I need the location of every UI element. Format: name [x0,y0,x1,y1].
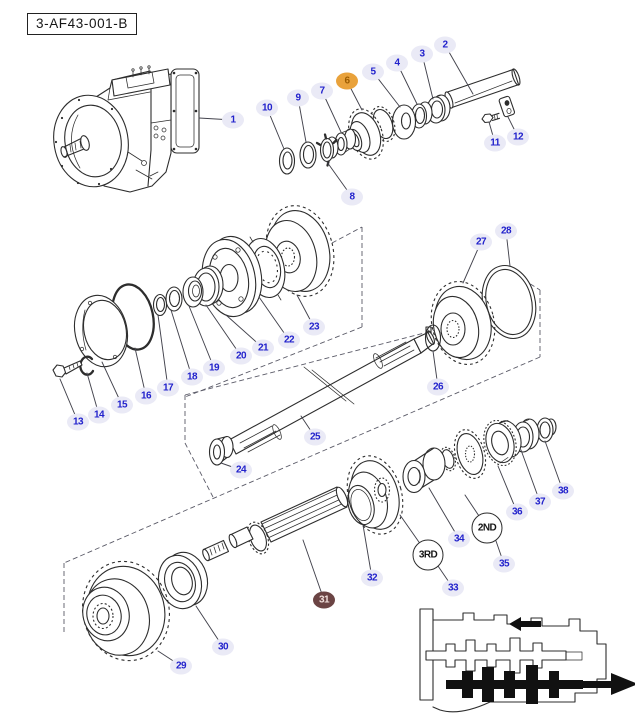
callout-18: 18 [181,368,203,386]
coupling-8 [315,133,339,167]
callout-37: 37 [529,493,551,511]
callout-33: 33 [442,579,464,597]
countershaft-cluster [52,205,335,378]
callout-10: 10 [256,99,278,117]
bolt-13 [52,360,83,378]
callout-3: 3 [411,45,433,63]
callout-1: 1 [222,111,244,129]
callout-14: 14 [88,406,110,424]
input-shaft-cluster [278,68,521,175]
balloon-3rd: 3RD [412,539,444,571]
bolt-11 [481,112,501,124]
callout-26: 26 [427,378,449,396]
seal-10 [278,147,296,175]
callout-23: 23 [303,318,325,336]
output-shaft-cluster [82,486,349,662]
callout-5: 5 [362,63,384,81]
end-ring-38 [536,417,557,443]
drawing-number-box: 3-AF43-001-B [27,13,137,35]
washer-9 [299,141,317,169]
bearing-race-20 [192,265,224,307]
callout-19: 19 [203,359,225,377]
callout-20: 20 [230,347,252,365]
callout-38: 38 [552,482,574,500]
bearing-30 [157,551,209,610]
callout-13: 13 [67,413,89,431]
mainshaft-25 [208,330,436,466]
callout-22: 22 [278,331,300,349]
callout-34: 34 [448,530,470,548]
callout-17: 17 [157,379,179,397]
callout-21: 21 [252,339,274,357]
callout-36: 36 [506,503,528,521]
callout-9: 9 [287,89,309,107]
callout-25: 25 [304,428,326,446]
coupling-34 [402,446,457,494]
output-shaft-31 [202,486,349,562]
shaft-break-lines [303,366,355,405]
callout-11: 11 [484,134,506,152]
callout-35: 35 [493,555,515,573]
gear-27 [430,281,496,365]
callout-27: 27 [470,233,492,251]
callout-7: 7 [311,82,333,100]
inset-upper-shaft [425,637,567,674]
inset-lower-shaft-highlight [446,665,583,704]
callout-29: 29 [170,657,192,675]
synchro-assembly-36 [453,419,522,479]
callout-24: 24 [230,461,252,479]
lock-washer-14 [79,355,95,376]
callout-31: 31 [313,591,335,609]
gear-32 [346,455,404,535]
ring-18 [165,286,183,312]
callout-30: 30 [212,638,234,656]
second-gear-cluster [346,417,557,535]
balloon-2nd: 2ND [471,512,503,544]
baulk-ring [347,484,375,526]
callout-16: 16 [135,387,157,405]
gearbox-location-inset [419,608,635,713]
callout-28: 28 [495,222,517,240]
callout-6: 6 [336,72,358,90]
callout-2: 2 [434,36,456,54]
inset-left-arrow [509,617,541,631]
callout-15: 15 [111,396,133,414]
construction-dash-lines [63,226,541,633]
gear-29 [82,560,170,662]
callout-32: 32 [361,569,383,587]
collar-24 [208,435,234,466]
end-cover-15 [73,294,129,368]
bearing-cone-19 [182,276,204,308]
callout-12: 12 [507,128,529,146]
ring-17 [152,293,168,317]
inset-right-arrow [611,673,635,695]
third-gear-cluster [424,265,537,365]
drawing-number: 3-AF43-001-B [36,16,128,31]
callout-8: 8 [341,188,363,206]
gearbox-housing [53,65,200,193]
lock-plate-12 [498,95,516,118]
thrust-washer-5 [391,104,417,140]
callout-4: 4 [386,54,408,72]
